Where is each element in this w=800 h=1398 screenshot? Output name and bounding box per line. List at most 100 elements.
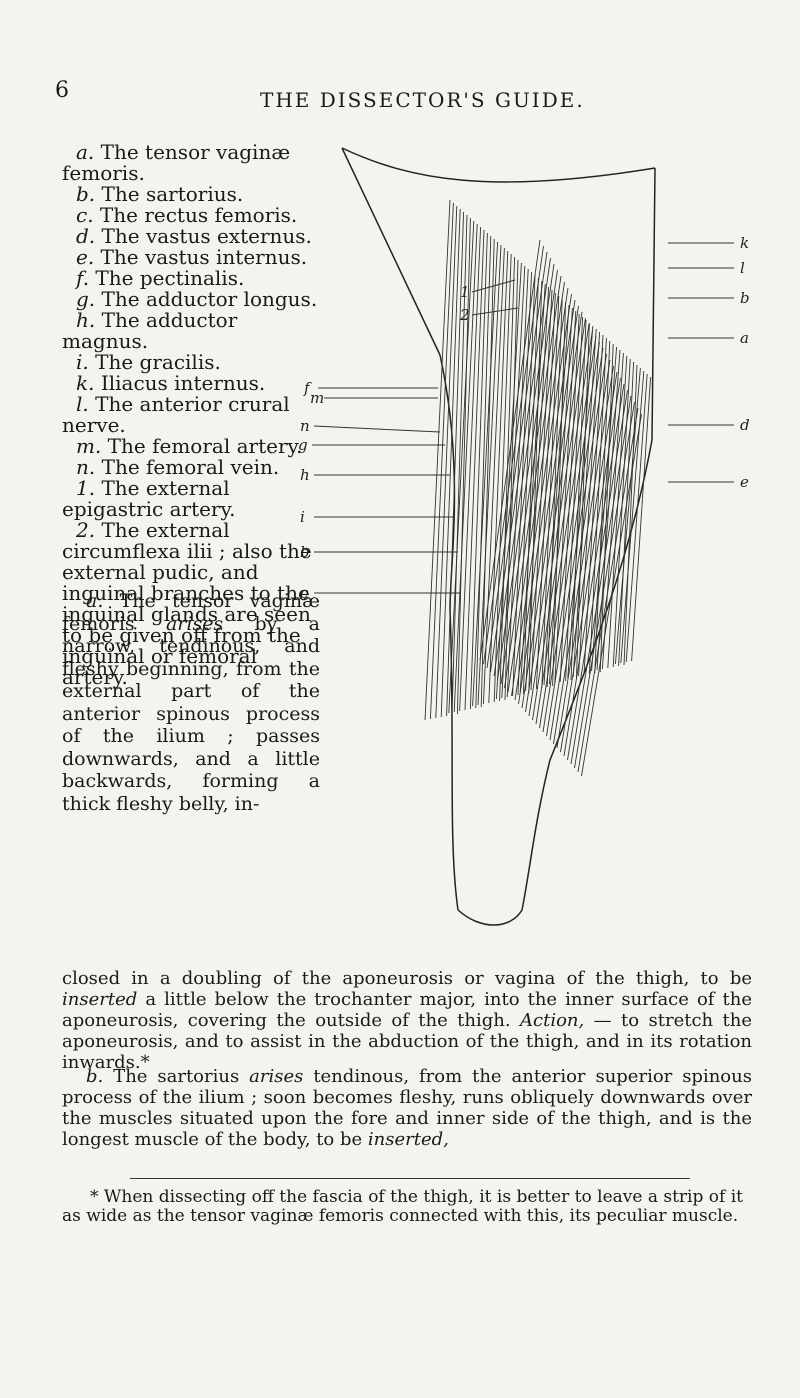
fiber-line [623, 364, 638, 666]
para-a-action: Action, [520, 1010, 585, 1031]
figure-label: i [300, 508, 305, 526]
legend-entry: a. The tensor vaginæ femoris. [62, 142, 322, 184]
figure-label: l [740, 259, 745, 277]
leader-line [471, 279, 516, 293]
para-a-text1: by a narrow, tendinous, and fleshy begin… [62, 612, 320, 815]
legend-key: 2. [76, 518, 96, 542]
figure-label: a [740, 329, 749, 347]
figure-label: b [740, 289, 750, 307]
paragraph-a-column: a. The tensor vaginæ femoris arises by a… [62, 590, 320, 815]
fiber-line [499, 256, 516, 702]
fiber-line [504, 281, 565, 689]
fiber-line [446, 211, 465, 717]
figure-legend: a. The tensor vaginæ femoris.b. The sart… [62, 142, 322, 688]
page-header: 6 THE DISSECTOR'S GUIDE. [55, 78, 755, 118]
legend-key: l. [76, 392, 89, 416]
para-a-arises: arises [165, 612, 224, 635]
fiber-line [518, 305, 579, 705]
legend-text: The external epigastric artery. [62, 476, 236, 521]
fiber-line [554, 310, 577, 684]
legend-key: g. [76, 287, 96, 311]
legend-key: h. [76, 308, 96, 332]
legend-text: The vastus internus. [94, 245, 308, 269]
fiber-line [435, 205, 458, 719]
legend-entry: 2. The external circumflexa ilii ; also … [62, 520, 322, 688]
leader-line [471, 307, 519, 316]
fiber-line [483, 245, 544, 665]
fiber-line [451, 214, 468, 716]
fiber-line [601, 352, 624, 670]
fiber-line [504, 259, 519, 701]
figure-label: 1 [460, 283, 470, 301]
figure-label: g [298, 436, 308, 454]
fiber-line [546, 353, 607, 737]
fiber-line [493, 263, 555, 677]
legend-key: a. [76, 140, 95, 164]
figure-label: h [300, 466, 310, 484]
fiber-line [553, 365, 614, 745]
fiber-line [507, 287, 569, 693]
legend-entry: c. The rectus femoris. [62, 205, 322, 226]
fiber-line [525, 317, 586, 713]
legend-text: The gracilis. [88, 350, 221, 374]
para-b-arises: arises [249, 1066, 304, 1087]
fiber-line [514, 299, 576, 701]
legend-entry: d. The vastus externus. [62, 226, 322, 247]
figure-label: b [300, 543, 310, 561]
fiber-line [500, 275, 562, 685]
fiber-line [424, 199, 451, 721]
legend-text: The sartorius. [95, 182, 244, 206]
label-leaders [312, 242, 734, 594]
fiber-line [459, 226, 482, 712]
fiber-line [488, 250, 509, 704]
legend-entry: m. The femoral artery. [62, 436, 322, 457]
legend-entry: l. The anterior crural nerve. [62, 394, 322, 436]
para-a-text3: a little below the trochanter major, int… [62, 989, 752, 1031]
fiber-line [542, 347, 604, 733]
fiber-line [532, 329, 593, 721]
footnote-rule [130, 1178, 690, 1179]
fiber-line [588, 337, 607, 675]
fiber-line [549, 359, 611, 741]
fiber-line [565, 316, 584, 682]
legend-entry: g. The adductor longus. [62, 289, 322, 310]
fiber-line [563, 383, 625, 757]
legend-key: b. [76, 182, 96, 206]
para-b-text1: tendinous, from the anterior superior sp… [62, 1066, 752, 1150]
fiber-line [528, 280, 543, 694]
legend-entry: h. The adductor magnus. [62, 310, 322, 352]
legend-text: The tensor vaginæ femoris. [62, 140, 291, 185]
figure-label: n [300, 417, 310, 435]
figure-label: k [740, 234, 749, 252]
fiber-line [486, 251, 548, 669]
legend-key: 1. [76, 476, 96, 500]
leader-line [313, 425, 441, 433]
paragraph-a-continued: closed in a doubling of the aponeurosis … [62, 968, 752, 1073]
fiber-line [495, 262, 522, 700]
para-a-lead: The tensor vaginæ femoris [62, 590, 320, 635]
legend-text: The anterior crural nerve. [62, 392, 290, 437]
fiber-line [497, 269, 558, 681]
fiber-line [556, 371, 618, 749]
fiber-line [528, 323, 590, 717]
fiber-line [511, 293, 572, 697]
fiber-line [482, 247, 505, 705]
legend-text: The femoral vein. [95, 455, 280, 479]
figure-label: e [740, 473, 749, 491]
fiber-line [456, 217, 471, 715]
legend-text: The femoral artery. [101, 434, 303, 458]
legend-key: c. [76, 203, 94, 227]
legend-entry: f. The pectinalis. [62, 268, 322, 289]
fiber-line [448, 220, 475, 714]
legend-key: i. [76, 350, 89, 374]
legend-text: The pectinalis. [89, 266, 245, 290]
legend-entry: i. The gracilis. [62, 352, 322, 373]
fiber-line [469, 232, 488, 710]
footnote: * When dissecting off the fascia of the … [62, 1187, 743, 1226]
fiber-line [594, 340, 611, 674]
fiber-line [535, 335, 597, 725]
paragraph-b: b. The sartorius arises tendinous, from … [62, 1066, 752, 1150]
running-head: THE DISSECTOR'S GUIDE. [260, 88, 585, 112]
